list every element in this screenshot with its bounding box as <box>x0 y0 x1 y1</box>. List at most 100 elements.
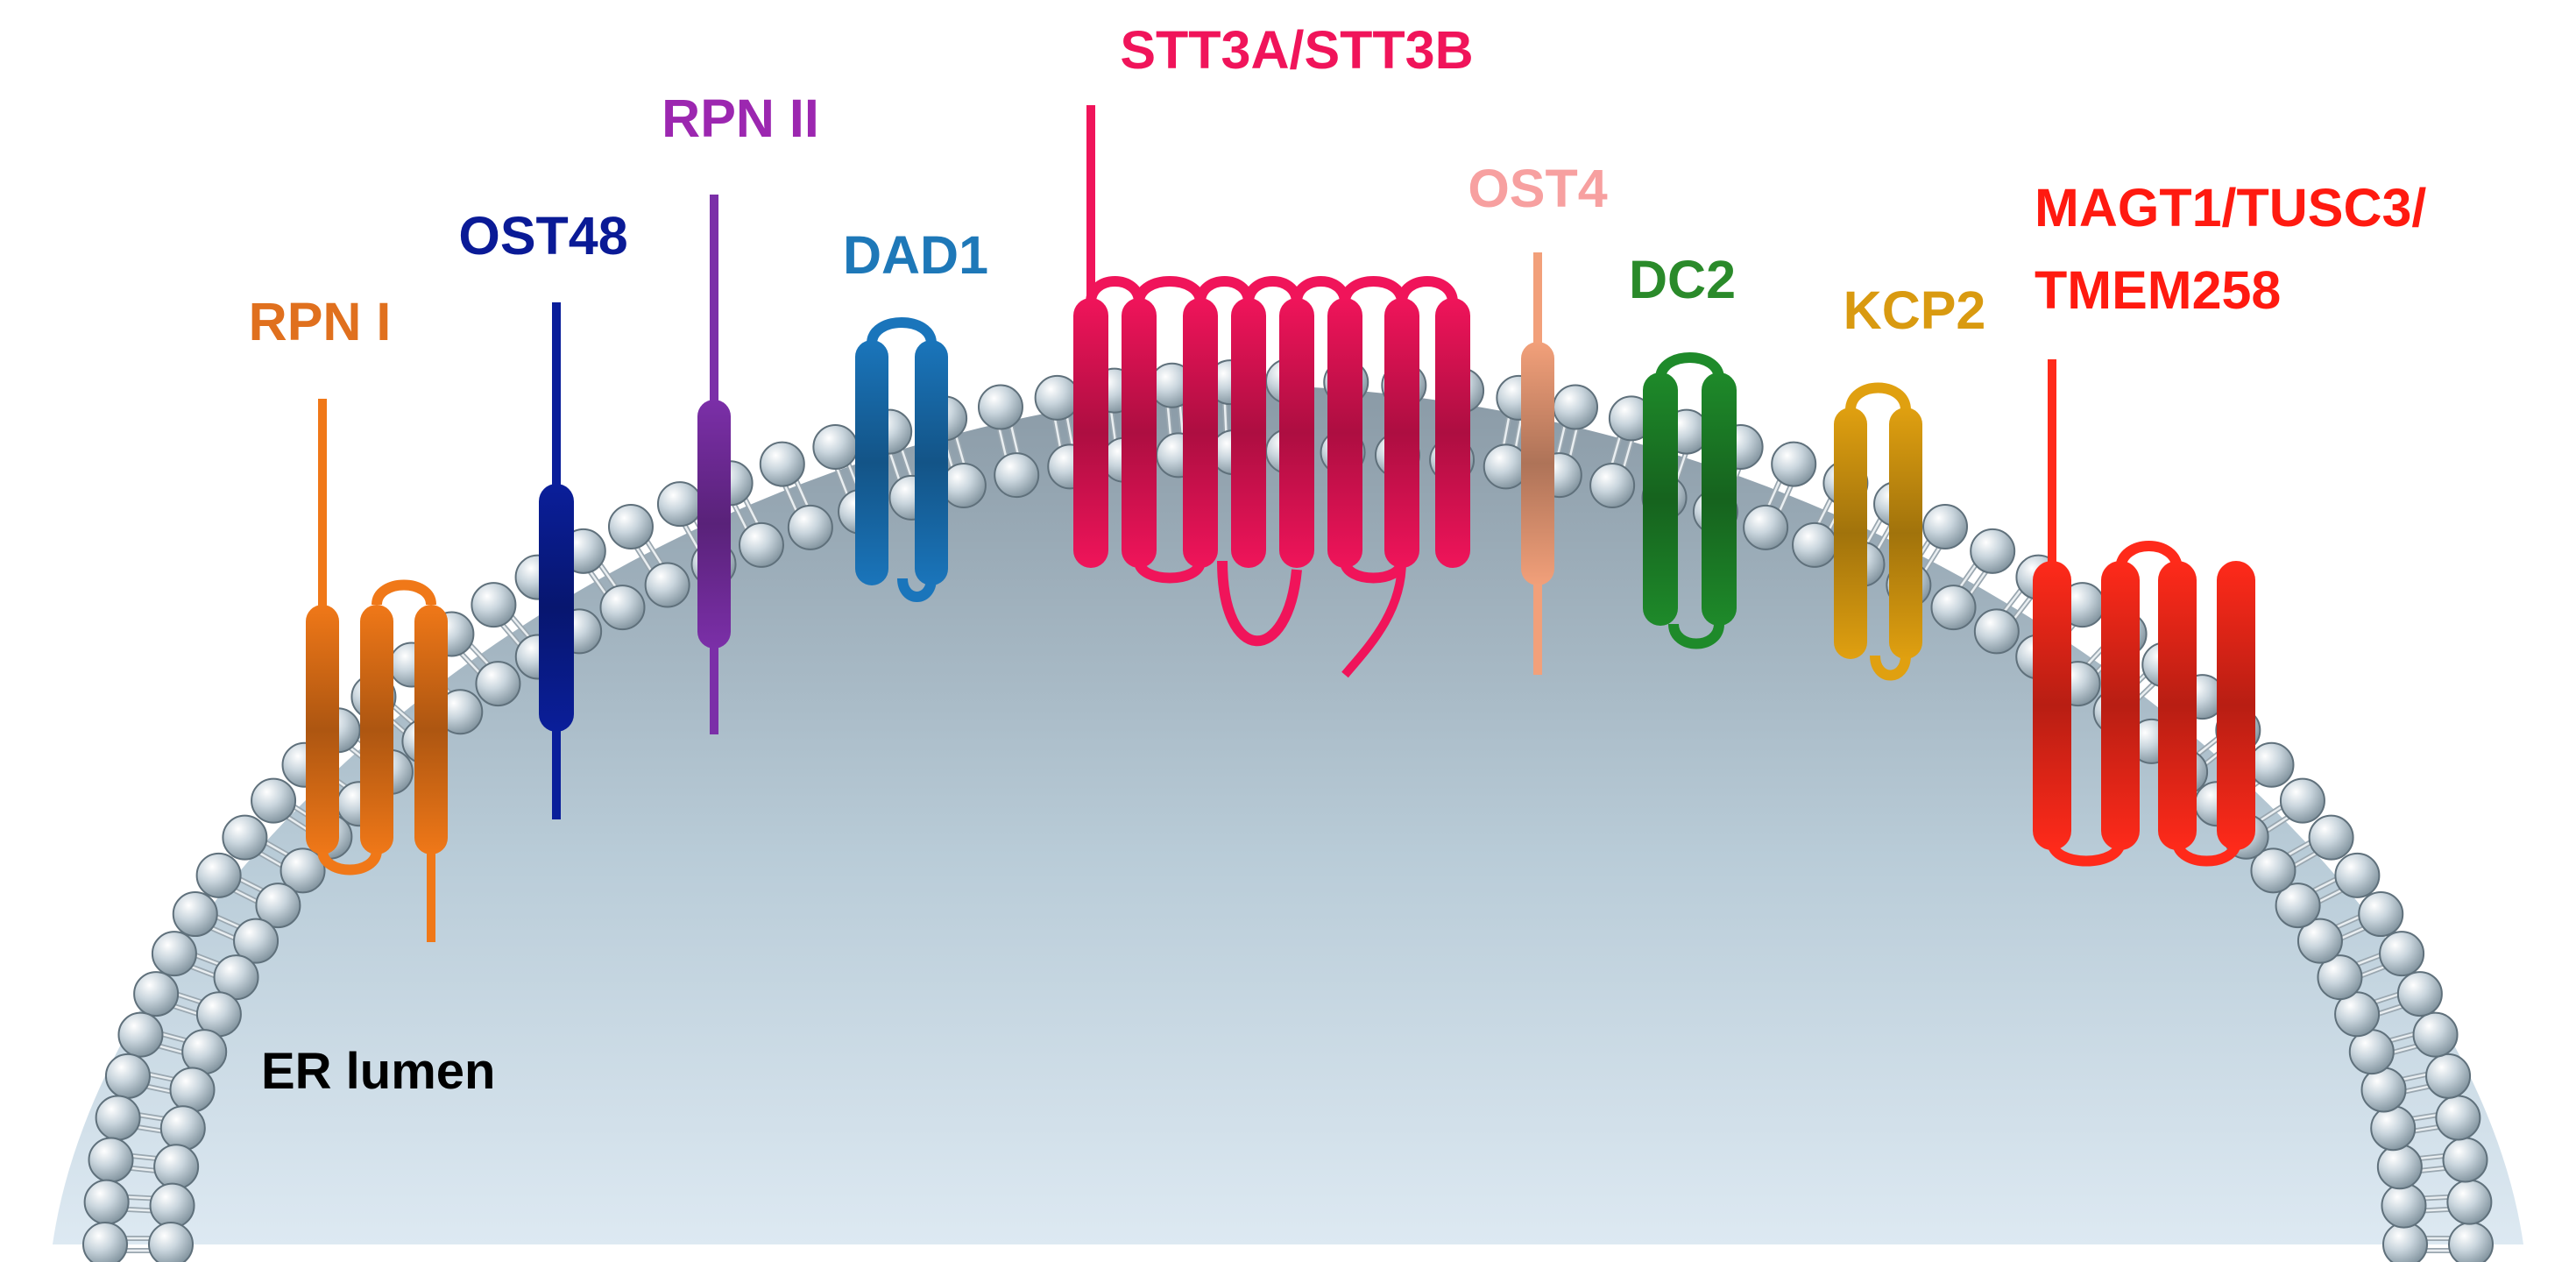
ost48-helix <box>539 484 574 732</box>
lipid-head-outer <box>2358 891 2404 938</box>
lipid-head-inner <box>169 1067 216 1113</box>
lipid-head-inner <box>1930 585 1977 631</box>
lipid-head-inner <box>475 661 521 707</box>
lipid-tail-highlight <box>1513 413 1524 454</box>
lipid-tail-highlight <box>1776 479 1794 517</box>
lipid-tail-highlight <box>1621 434 1634 473</box>
stt3-loop-top-1 <box>1086 276 1144 303</box>
lipid-tail-highlight <box>1966 566 1990 599</box>
lipid-head-inner <box>159 1105 206 1152</box>
lipid-head-inner <box>2250 847 2296 894</box>
lipid-tail-highlight <box>1501 411 1511 451</box>
lipid-head-outer <box>88 1137 134 1183</box>
lipid-tail-highlight <box>1956 559 1980 592</box>
lipid-head-outer <box>2334 852 2381 898</box>
stt3-helix-3 <box>1183 298 1218 568</box>
rpn1-loop-top <box>372 579 436 606</box>
lipid-head-outer <box>977 384 1023 430</box>
lipid-head-outer <box>1553 384 1599 430</box>
lipid-tail-highlight <box>1863 514 1885 549</box>
dc2-helix-2 <box>1702 372 1737 626</box>
lipid-tail-highlight <box>1223 397 1228 438</box>
magt1-helix-1 <box>2033 561 2071 850</box>
label-magt1-line1: MAGT1/TUSC3/ <box>2035 178 2426 238</box>
lipid-tail-highlight <box>1765 474 1783 512</box>
lipid-tail-highlight <box>1008 420 1021 460</box>
stt3-c-terminal-tail <box>1341 560 1406 678</box>
lipid-tail-highlight <box>633 542 655 577</box>
rpn1-helix-3 <box>414 605 448 854</box>
kcp2-loop-bottom <box>1870 655 1911 681</box>
stt3-loop-top-4 <box>1243 276 1302 303</box>
stt3-helix-1 <box>1073 298 1108 568</box>
lipid-tail-highlight <box>1178 399 1185 441</box>
rpn1-helix-2 <box>360 605 393 854</box>
label-stt3: STT3A/STT3B <box>1120 20 1473 80</box>
lipid-head-outer <box>2425 1053 2472 1099</box>
lipid-head-outer <box>2308 814 2354 861</box>
stt3-helix-7 <box>1384 298 1419 568</box>
protein-labels: RPN I OST48 RPN II DAD1 STT3A/STT3B OST4… <box>249 20 2427 1100</box>
lipid-head-inner <box>2376 1144 2423 1190</box>
lipid-head-outer <box>759 441 805 487</box>
lipid-head-inner <box>181 1029 228 1075</box>
lipid-head-inner <box>1743 504 1789 550</box>
stt3-helix-5 <box>1279 298 1314 568</box>
lipid-head-outer <box>2279 777 2325 824</box>
lipid-head-outer <box>2379 931 2425 977</box>
lipid-tail-highlight <box>1815 493 1835 529</box>
lipid-head-outer <box>195 852 242 898</box>
rpn1-helix-1 <box>306 605 339 854</box>
lipid-head-outer <box>172 891 218 938</box>
lipid-tail-highlight <box>1921 542 1943 577</box>
lipid-head-outer <box>95 1095 141 1141</box>
lipid-head-outer <box>1034 374 1080 421</box>
stt3-loop-top-5 <box>1292 276 1350 303</box>
lipid-tail-highlight <box>1052 413 1063 454</box>
dad1-loop-top <box>867 317 937 344</box>
lipid-head-inner <box>153 1144 200 1190</box>
lipid-tail-highlight <box>1610 430 1623 470</box>
lipid-head-inner <box>213 954 259 1001</box>
lipid-head-outer <box>2446 1179 2493 1225</box>
lipid-head-inner <box>994 452 1040 499</box>
lipid-tail-highlight <box>741 493 761 529</box>
stt3-helix-2 <box>1122 298 1157 568</box>
label-dad1: DAD1 <box>843 225 988 285</box>
lipid-tail-highlight <box>782 479 800 517</box>
lipid-head-outer <box>2412 1011 2459 1058</box>
stt3-helix-6 <box>1327 298 1362 568</box>
lipid-head-outer <box>151 931 197 977</box>
lipid-head-inner <box>644 562 690 608</box>
lipid-head-outer <box>83 1179 130 1225</box>
stt3-loop-top-3 <box>1195 276 1254 303</box>
kcp2-loop-top <box>1845 382 1911 411</box>
lipid-head-outer <box>2396 971 2443 1017</box>
label-ost48: OST48 <box>458 206 627 266</box>
lipid-head-outer <box>607 504 654 550</box>
magt1-helix-2 <box>2101 561 2140 850</box>
lipid-head-outer <box>1922 504 1969 550</box>
rpn1-loop-bottom <box>317 849 382 876</box>
stt3-helix-4 <box>1231 298 1266 568</box>
lipid-head-inner <box>2381 1182 2427 1229</box>
lipid-head-outer <box>82 1222 128 1262</box>
lipid-head-outer <box>2435 1095 2481 1141</box>
stt3-helix-8 <box>1435 298 1470 568</box>
lipid-head-inner <box>1973 608 2020 655</box>
lipid-head-inner <box>599 585 646 631</box>
lipid-head-inner <box>2370 1105 2417 1152</box>
membrane-proteins <box>306 105 2255 942</box>
lipid-head-outer <box>251 777 297 824</box>
lipid-head-inner <box>149 1182 195 1229</box>
dad1-helix-2 <box>915 340 948 585</box>
magt1-loop-top <box>2115 541 2183 571</box>
lipid-tail-highlight <box>888 447 902 486</box>
rpn2-helix <box>697 400 731 649</box>
label-rpn1: RPN I <box>249 292 392 351</box>
lipid-head-inner <box>940 462 987 508</box>
lipid-head-outer <box>471 582 517 628</box>
lipid-head-inner <box>2296 918 2343 964</box>
lipid-tail-highlight <box>586 566 610 599</box>
lipid-tail-highlight <box>899 443 914 482</box>
